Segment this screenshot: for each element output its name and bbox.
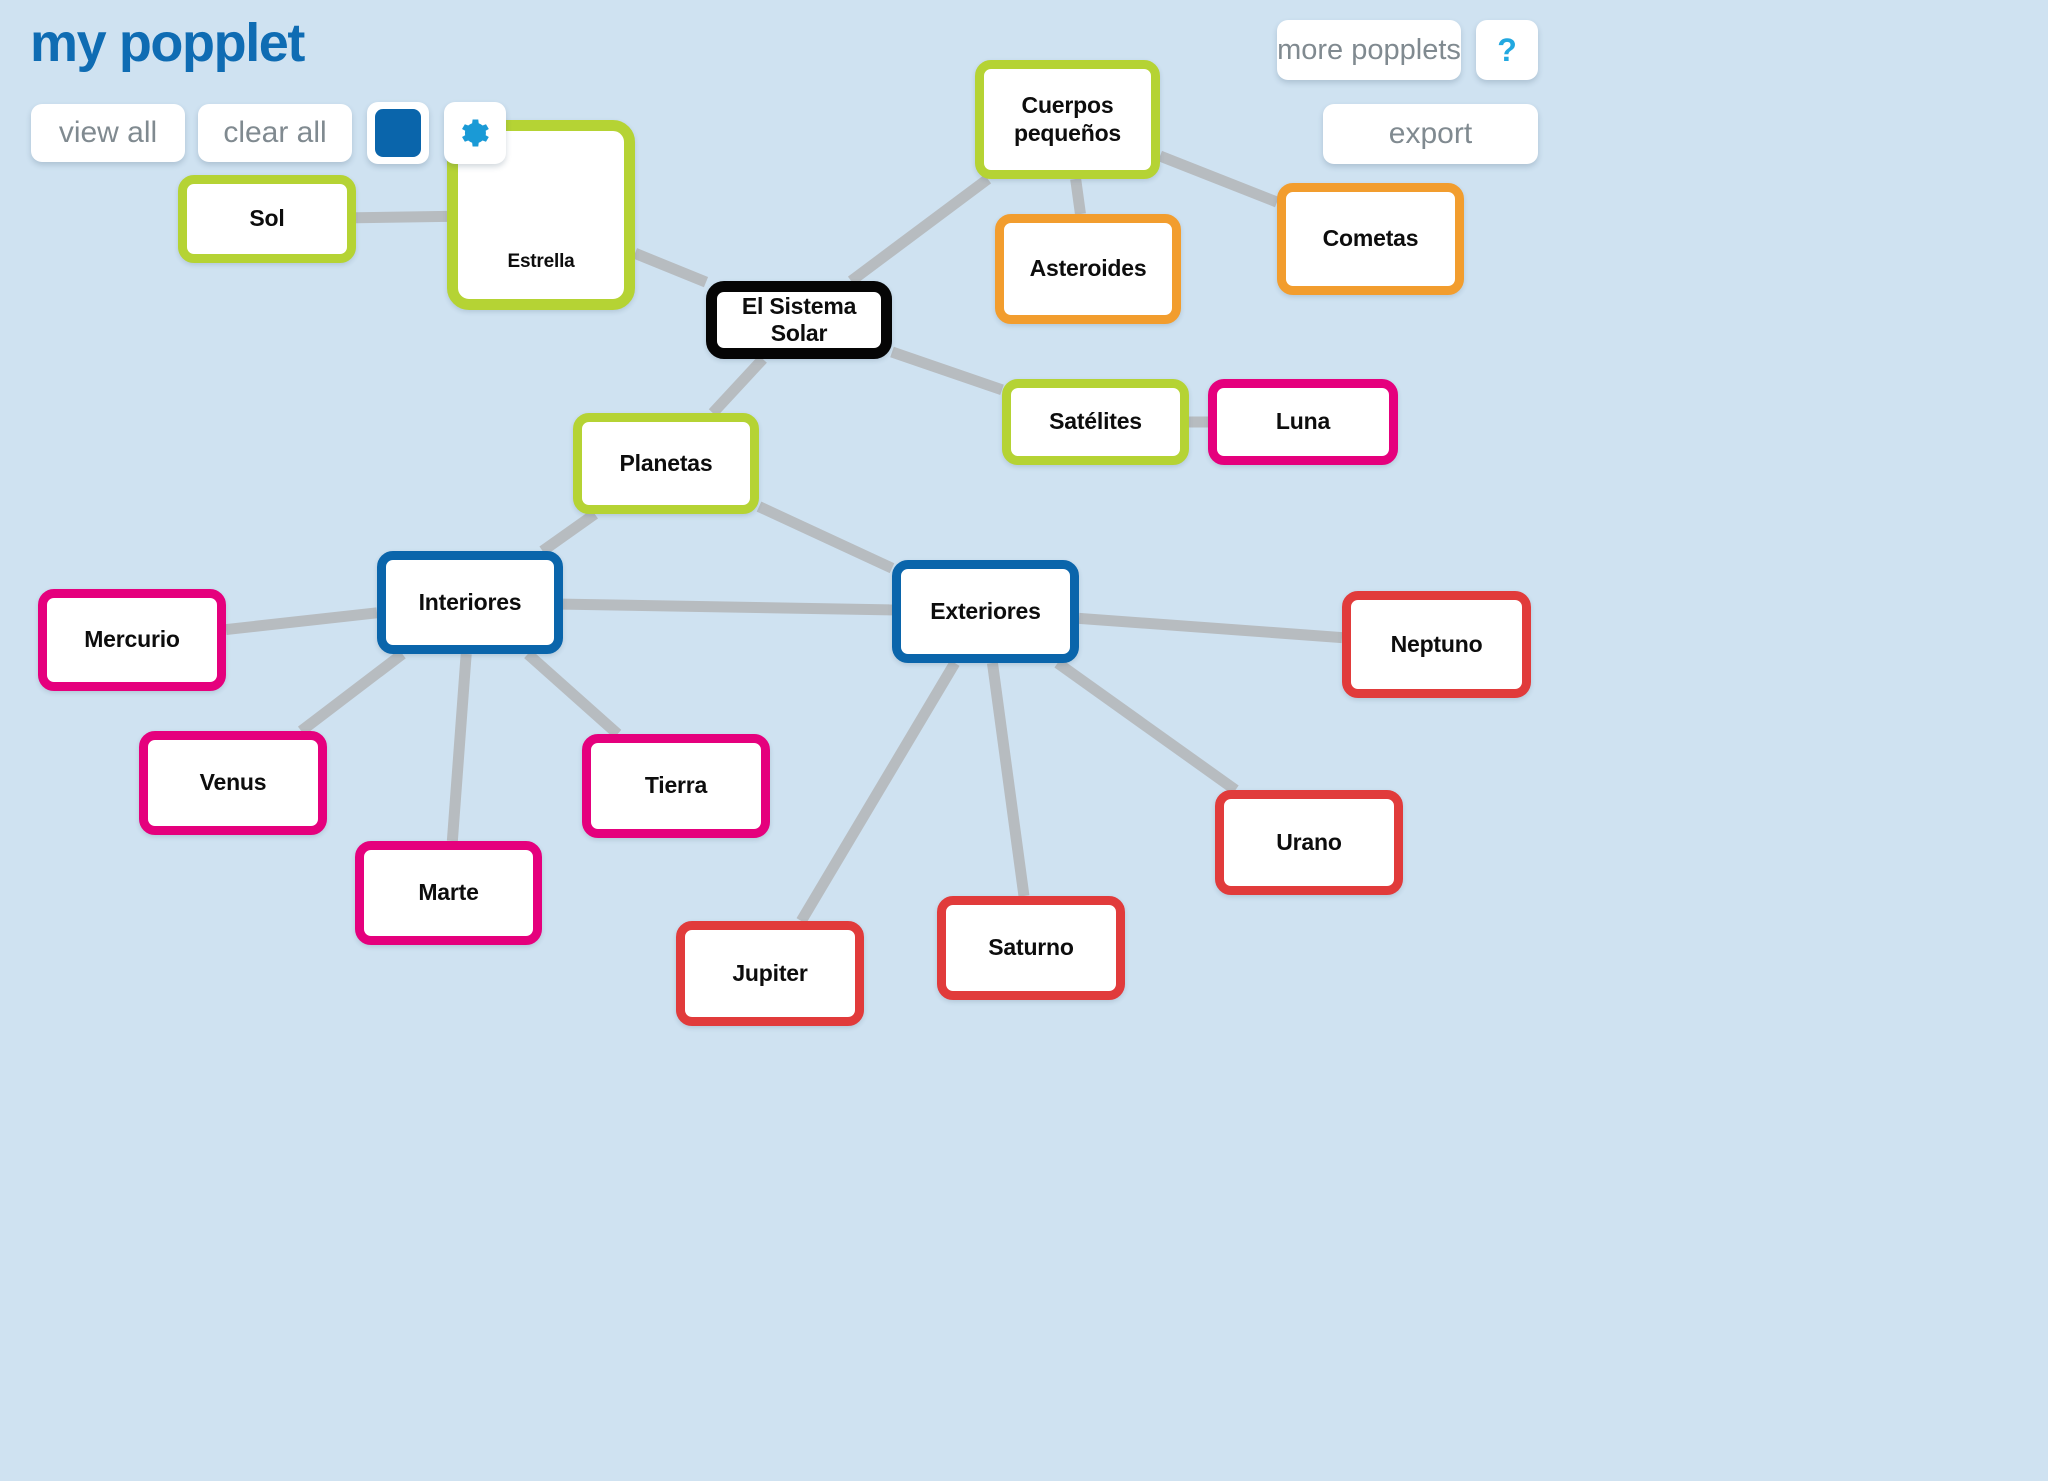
popple-node-tierra[interactable]: Tierra <box>582 734 770 838</box>
popple-label: Satélites <box>1049 408 1142 435</box>
connector-sistema-to-satelites <box>890 346 1004 396</box>
popple-label: Estrella <box>507 250 575 272</box>
view-all-button[interactable]: view all <box>31 104 185 162</box>
color-swatch-chip <box>375 109 421 157</box>
popple-label: Cuerpos pequeños <box>1013 92 1122 146</box>
popple-node-neptuno[interactable]: Neptuno <box>1342 591 1531 698</box>
connector-estrella-to-sistema <box>632 248 709 288</box>
popple-label: Luna <box>1275 408 1331 435</box>
connector-planetas-to-interiores <box>539 509 598 556</box>
connector-cuerpos-to-asteroides <box>1070 178 1086 215</box>
color-swatch-button[interactable] <box>367 102 429 164</box>
popple-node-venus[interactable]: Venus <box>139 731 327 835</box>
popple-label: Mercurio <box>84 626 180 653</box>
popple-label: Exteriores <box>930 597 1041 624</box>
connector-exteriores-to-neptuno <box>1078 612 1343 644</box>
popple-label: El Sistema Solar <box>741 292 857 346</box>
connector-interiores-to-marte <box>446 653 472 842</box>
popple-node-interiores[interactable]: Interiores <box>377 551 563 654</box>
popple-node-exteriores[interactable]: Exteriores <box>892 560 1079 663</box>
popple-node-asteroides[interactable]: Asteroides <box>995 214 1181 324</box>
more-popplets-button[interactable]: more popplets <box>1277 20 1461 80</box>
export-button[interactable]: export <box>1323 104 1538 164</box>
connector-cuerpos-to-cometas <box>1157 150 1280 208</box>
popple-label: Tierra <box>644 772 708 799</box>
connector-sistema-to-cuerpos <box>847 174 992 286</box>
popple-node-mercurio[interactable]: Mercurio <box>38 589 226 691</box>
connector-interiores-to-venus <box>297 649 406 736</box>
popple-node-luna[interactable]: Luna <box>1208 379 1398 465</box>
popple-node-cuerpos[interactable]: Cuerpos pequeños <box>975 60 1160 179</box>
popple-node-marte[interactable]: Marte <box>355 841 542 945</box>
gear-icon <box>462 119 489 147</box>
popple-label: Venus <box>199 769 267 796</box>
connector-interiores-to-exteriores <box>562 598 893 616</box>
popple-node-jupiter[interactable]: Jupiter <box>676 921 864 1026</box>
popple-node-saturno[interactable]: Saturno <box>937 896 1125 1000</box>
connector-interiores-to-tierra <box>524 649 622 739</box>
popple-label: Asteroides <box>1029 255 1147 282</box>
clear-all-button[interactable]: clear all <box>198 104 352 162</box>
popple-node-cometas[interactable]: Cometas <box>1277 183 1464 295</box>
popple-label: Saturno <box>988 934 1074 961</box>
popple-node-sistema[interactable]: El Sistema Solar <box>706 281 892 359</box>
popple-label: Marte <box>418 879 479 906</box>
settings-gear-button[interactable] <box>444 102 506 164</box>
popple-label: Sol <box>249 205 285 232</box>
popple-label: Urano <box>1276 828 1342 855</box>
popple-label: Jupiter <box>732 959 808 986</box>
connector-exteriores-to-saturno <box>987 662 1030 897</box>
connector-exteriores-to-urano <box>1054 658 1239 795</box>
connector-interiores-to-mercurio <box>225 607 378 636</box>
popple-node-urano[interactable]: Urano <box>1215 790 1403 895</box>
popple-label: Interiores <box>418 588 522 615</box>
app-brand-title: my popplet <box>30 13 305 73</box>
connector-sol-to-estrella <box>355 210 448 224</box>
popple-label: Neptuno <box>1390 630 1483 657</box>
popple-node-sol[interactable]: Sol <box>178 175 356 263</box>
popple-node-satelites[interactable]: Satélites <box>1002 379 1189 465</box>
popple-label: Planetas <box>619 449 713 476</box>
popple-node-planetas[interactable]: Planetas <box>573 413 759 514</box>
help-button[interactable]: ? <box>1476 20 1538 80</box>
popple-label: Cometas <box>1322 225 1419 252</box>
connector-sistema-to-planetas <box>708 355 767 417</box>
connector-planetas-to-exteriores <box>756 501 895 574</box>
connector-exteriores-to-jupiter <box>796 660 960 924</box>
